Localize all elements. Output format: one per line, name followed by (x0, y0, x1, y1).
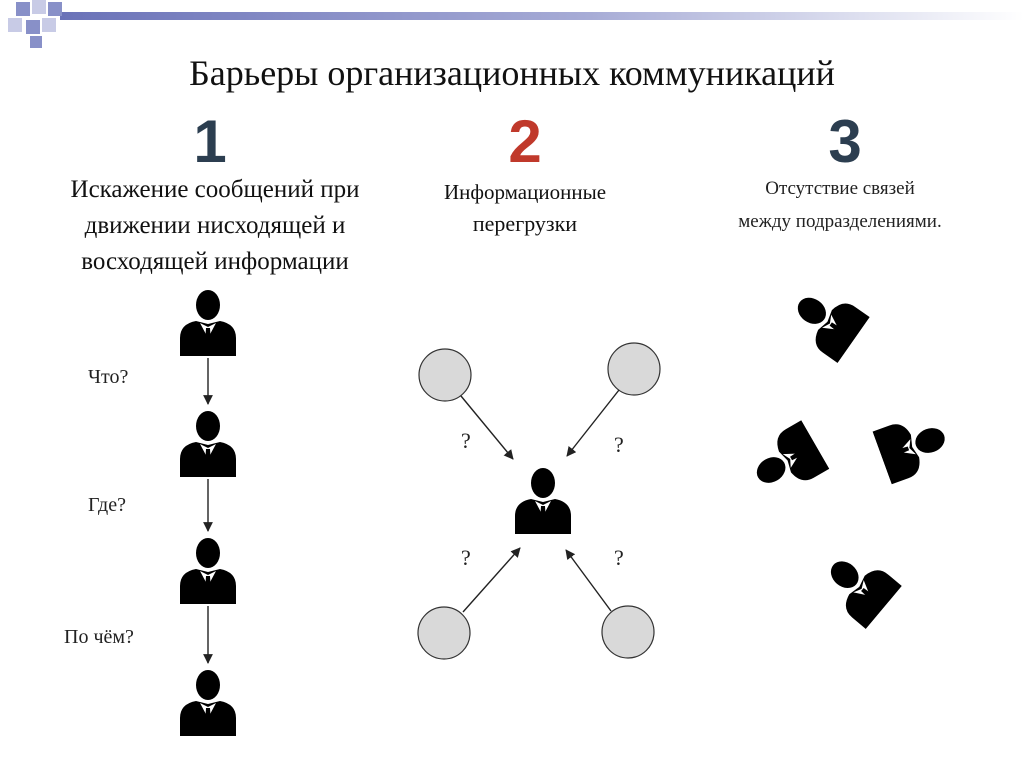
person-icon (815, 543, 902, 629)
question-where: Где? (88, 494, 126, 516)
person-icon (872, 409, 954, 485)
deco-square (30, 36, 42, 48)
heading-no-links: Отсутствие связей между подразделениями. (690, 172, 990, 238)
deco-square (32, 0, 46, 14)
deco-square (48, 2, 62, 16)
person-icon (783, 279, 870, 364)
gradient-rule (60, 12, 1024, 20)
source-node (601, 605, 655, 659)
number-badge-2: 2 (508, 108, 541, 168)
source-node (417, 606, 471, 660)
person-icon (180, 411, 236, 477)
person-icon (744, 420, 830, 502)
number-3: 3 (828, 108, 861, 168)
person-icon (180, 290, 236, 356)
heading-line: между подразделениями. (738, 211, 942, 232)
decorative-header-bar (8, 0, 1024, 48)
heading-distortion: Искажение сообщений при движении нисходя… (30, 172, 400, 280)
number-1: 1 (193, 108, 226, 168)
deco-square (8, 18, 22, 32)
number-2: 2 (508, 108, 541, 168)
heading-overload: Информационные перегрузки (410, 176, 640, 240)
input-arrow (460, 395, 514, 460)
source-node (607, 342, 661, 396)
heading-line: движении нисходящей и (84, 212, 346, 239)
question-mark: ? (614, 432, 624, 457)
question-what: Что? (88, 366, 129, 388)
heading-line: Информационные (443, 180, 607, 204)
input-arrow (565, 549, 612, 612)
source-node (418, 348, 472, 402)
input-arrow (462, 547, 521, 613)
heading-line: Искажение сообщений при (70, 176, 360, 203)
number-badge-3: 3 (828, 108, 861, 168)
deco-square (16, 2, 30, 16)
heading-line: перегрузки (472, 211, 578, 236)
question-how-much: По чём? (64, 626, 134, 648)
overload-diagram (417, 342, 661, 660)
isolated-units (744, 279, 954, 629)
input-arrow (566, 389, 620, 457)
heading-line: Отсутствие связей (765, 178, 915, 199)
slide-title: Барьеры организационных коммуникаций (189, 53, 835, 93)
person-icon (180, 538, 236, 604)
deco-square (26, 20, 40, 34)
deco-square (42, 18, 56, 32)
question-mark: ? (461, 545, 471, 570)
number-badge-1: 1 (193, 108, 226, 168)
question-mark: ? (614, 545, 624, 570)
hierarchy-chain (180, 290, 236, 736)
heading-line: восходящей информации (81, 248, 349, 275)
person-icon (180, 670, 236, 736)
question-mark: ? (461, 428, 471, 453)
person-icon (515, 468, 571, 534)
